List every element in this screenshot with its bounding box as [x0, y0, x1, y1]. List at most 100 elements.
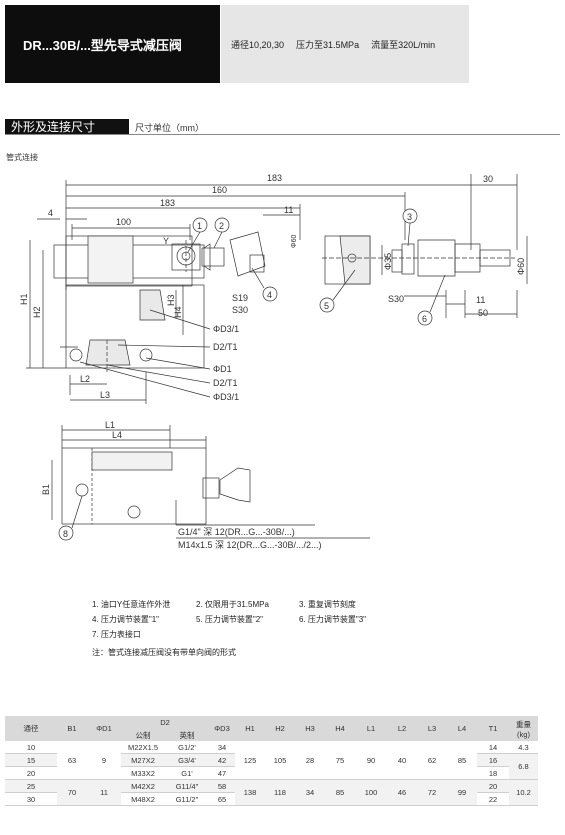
th-d2-imperial: 英制: [165, 729, 209, 741]
svg-text:S30: S30: [232, 305, 248, 315]
cell-size: 30: [5, 792, 57, 806]
cell-l2: 46: [387, 779, 417, 806]
cell-l2: 40: [387, 741, 417, 780]
cell-d2-metric: M33X2: [121, 766, 165, 780]
th-size: 通径: [5, 716, 57, 741]
th-l1: L1: [355, 716, 387, 741]
th-h2: H2: [265, 716, 295, 741]
note-5: 5. 压力调节装置"2": [196, 615, 264, 624]
cell-t1: 22: [477, 792, 509, 806]
balloon-8: 8: [58, 495, 83, 541]
cell-size: 25: [5, 779, 57, 793]
svg-text:2: 2: [219, 221, 224, 231]
svg-text:M14x1.5 深 12(DR...G...-30B/..: M14x1.5 深 12(DR...G...-30B/.../2...): [178, 540, 322, 550]
balloon-6: 6: [417, 274, 446, 326]
svg-text:L3: L3: [100, 390, 110, 400]
cell-l4: 99: [447, 779, 477, 806]
svg-text:H2: H2: [32, 306, 42, 318]
th-d3: ΦD3: [209, 716, 235, 741]
bottom-view-valve: [51, 425, 370, 539]
cell-d1: 9: [87, 741, 121, 780]
notes-block: 1. 油口Y任意连作外泄 2. 仅限用于31.5MPa 3. 重复调节刻度 4.…: [92, 597, 366, 660]
spec-pressure: 压力至31.5MPa: [296, 39, 360, 50]
cell-l4: 85: [447, 741, 477, 780]
top-dimension-labels: 183 30 160 183 4 100 11 Y: [48, 173, 493, 246]
svg-text:D2/T1: D2/T1: [213, 342, 238, 352]
cell-l3: 62: [417, 741, 447, 780]
svg-text:4: 4: [48, 208, 53, 218]
svg-text:G1/4" 深 12(DR...G...-30B/...): G1/4" 深 12(DR...G...-30B/...): [178, 527, 295, 537]
th-l4: L4: [447, 716, 477, 741]
section-unit: 尺寸单位（mm）: [135, 123, 204, 133]
cell-d2-imperial: G3/4': [165, 753, 209, 767]
th-b1: B1: [57, 716, 87, 741]
bottom-view-labels: L1 L4 B1 G1/4" 深 12(DR...G...-30B/...) M…: [41, 420, 322, 550]
svg-text:Y: Y: [163, 236, 169, 246]
svg-text:160: 160: [212, 185, 227, 195]
svg-text:H1: H1: [19, 293, 29, 305]
svg-text:11: 11: [476, 295, 485, 305]
table-row: 30 M48X2 G11/2" 65 22: [5, 792, 565, 806]
cell-size: 15: [5, 753, 57, 767]
svg-text:L1: L1: [105, 420, 115, 430]
svg-text:30: 30: [483, 174, 493, 184]
cell-d2-metric: M48X2: [121, 792, 165, 806]
cell-b1: 63: [57, 741, 87, 780]
cell-h4: 85: [325, 779, 355, 806]
svg-text:H3: H3: [166, 294, 176, 306]
cell-d3: 34: [209, 741, 235, 754]
svg-text:50: 50: [478, 308, 488, 318]
th-l3: L3: [417, 716, 447, 741]
svg-text:B1: B1: [41, 484, 51, 495]
note-4: 4. 压力调节装置"1": [92, 615, 160, 624]
svg-text:4: 4: [267, 290, 272, 300]
svg-text:Φ35: Φ35: [383, 253, 393, 270]
svg-text:ΦD3/1: ΦD3/1: [213, 392, 239, 402]
cell-h1: 125: [235, 741, 265, 780]
svg-text:D2/T1: D2/T1: [213, 378, 238, 388]
cell-d1: 11: [87, 779, 121, 806]
note-3: 3. 重复调节刻度: [299, 600, 356, 609]
cell-h3: 34: [295, 779, 325, 806]
svg-text:100: 100: [116, 217, 131, 227]
svg-text:L4: L4: [112, 430, 122, 440]
header-spec-block: 通径10,20,30 压力至31.5MPa 流量至320L/min: [221, 5, 469, 83]
th-t1: T1: [477, 716, 509, 741]
table-row: 10 63 9 M22X1.5 G1/2' 34 125 105 28 75 9…: [5, 741, 565, 780]
spec-size: 通径10,20,30: [231, 39, 285, 50]
side-dimension-labels: H1 H2 H4 H3 ΦD3/1 D2/T1 ΦD1 D2/T1 ΦD3/1 …: [19, 293, 239, 402]
svg-text:5: 5: [324, 301, 329, 311]
cell-d2-imperial: G11/2": [165, 792, 209, 806]
svg-text:3: 3: [407, 212, 412, 222]
balloon-1: 1: [187, 217, 208, 253]
cell-l1: 90: [355, 741, 387, 780]
svg-text:L2: L2: [80, 374, 90, 384]
front-extra-labels: S19 S30 Φ60: [232, 235, 298, 315]
cell-t1: 14: [477, 741, 509, 754]
svg-text:S19: S19: [232, 293, 248, 303]
cell-h4: 75: [325, 741, 355, 780]
svg-text:6: 6: [422, 314, 427, 324]
cell-weight: 10.2: [509, 779, 538, 806]
cell-size: 10: [5, 741, 57, 754]
spec-flow: 流量至320L/min: [371, 39, 436, 50]
leader-lines: [79, 309, 211, 398]
cell-l1: 100: [355, 779, 387, 806]
svg-text:ΦD3/1: ΦD3/1: [213, 324, 239, 334]
th-d2: D2: [121, 716, 209, 729]
th-d2-metric: 公制: [121, 729, 165, 741]
section-title: 外形及连接尺寸: [5, 119, 129, 135]
svg-text:1: 1: [197, 221, 202, 231]
cell-d3: 58: [209, 779, 235, 793]
balloon-5: 5: [319, 269, 356, 313]
th-h1: H1: [235, 716, 265, 741]
cell-l3: 72: [417, 779, 447, 806]
th-weight: 重量 (kg): [509, 716, 538, 741]
note-1: 1. 油口Y任意连作外泄: [92, 600, 171, 609]
svg-text:ΦD1: ΦD1: [213, 364, 232, 374]
side-dimensions: [26, 240, 184, 404]
side-view-valve: [322, 235, 528, 318]
note-6: 6. 压力调节装置"3": [299, 615, 367, 624]
cell-weight: 6.8: [509, 753, 538, 780]
note-2: 2. 仅限用于31.5MPa: [196, 600, 269, 609]
